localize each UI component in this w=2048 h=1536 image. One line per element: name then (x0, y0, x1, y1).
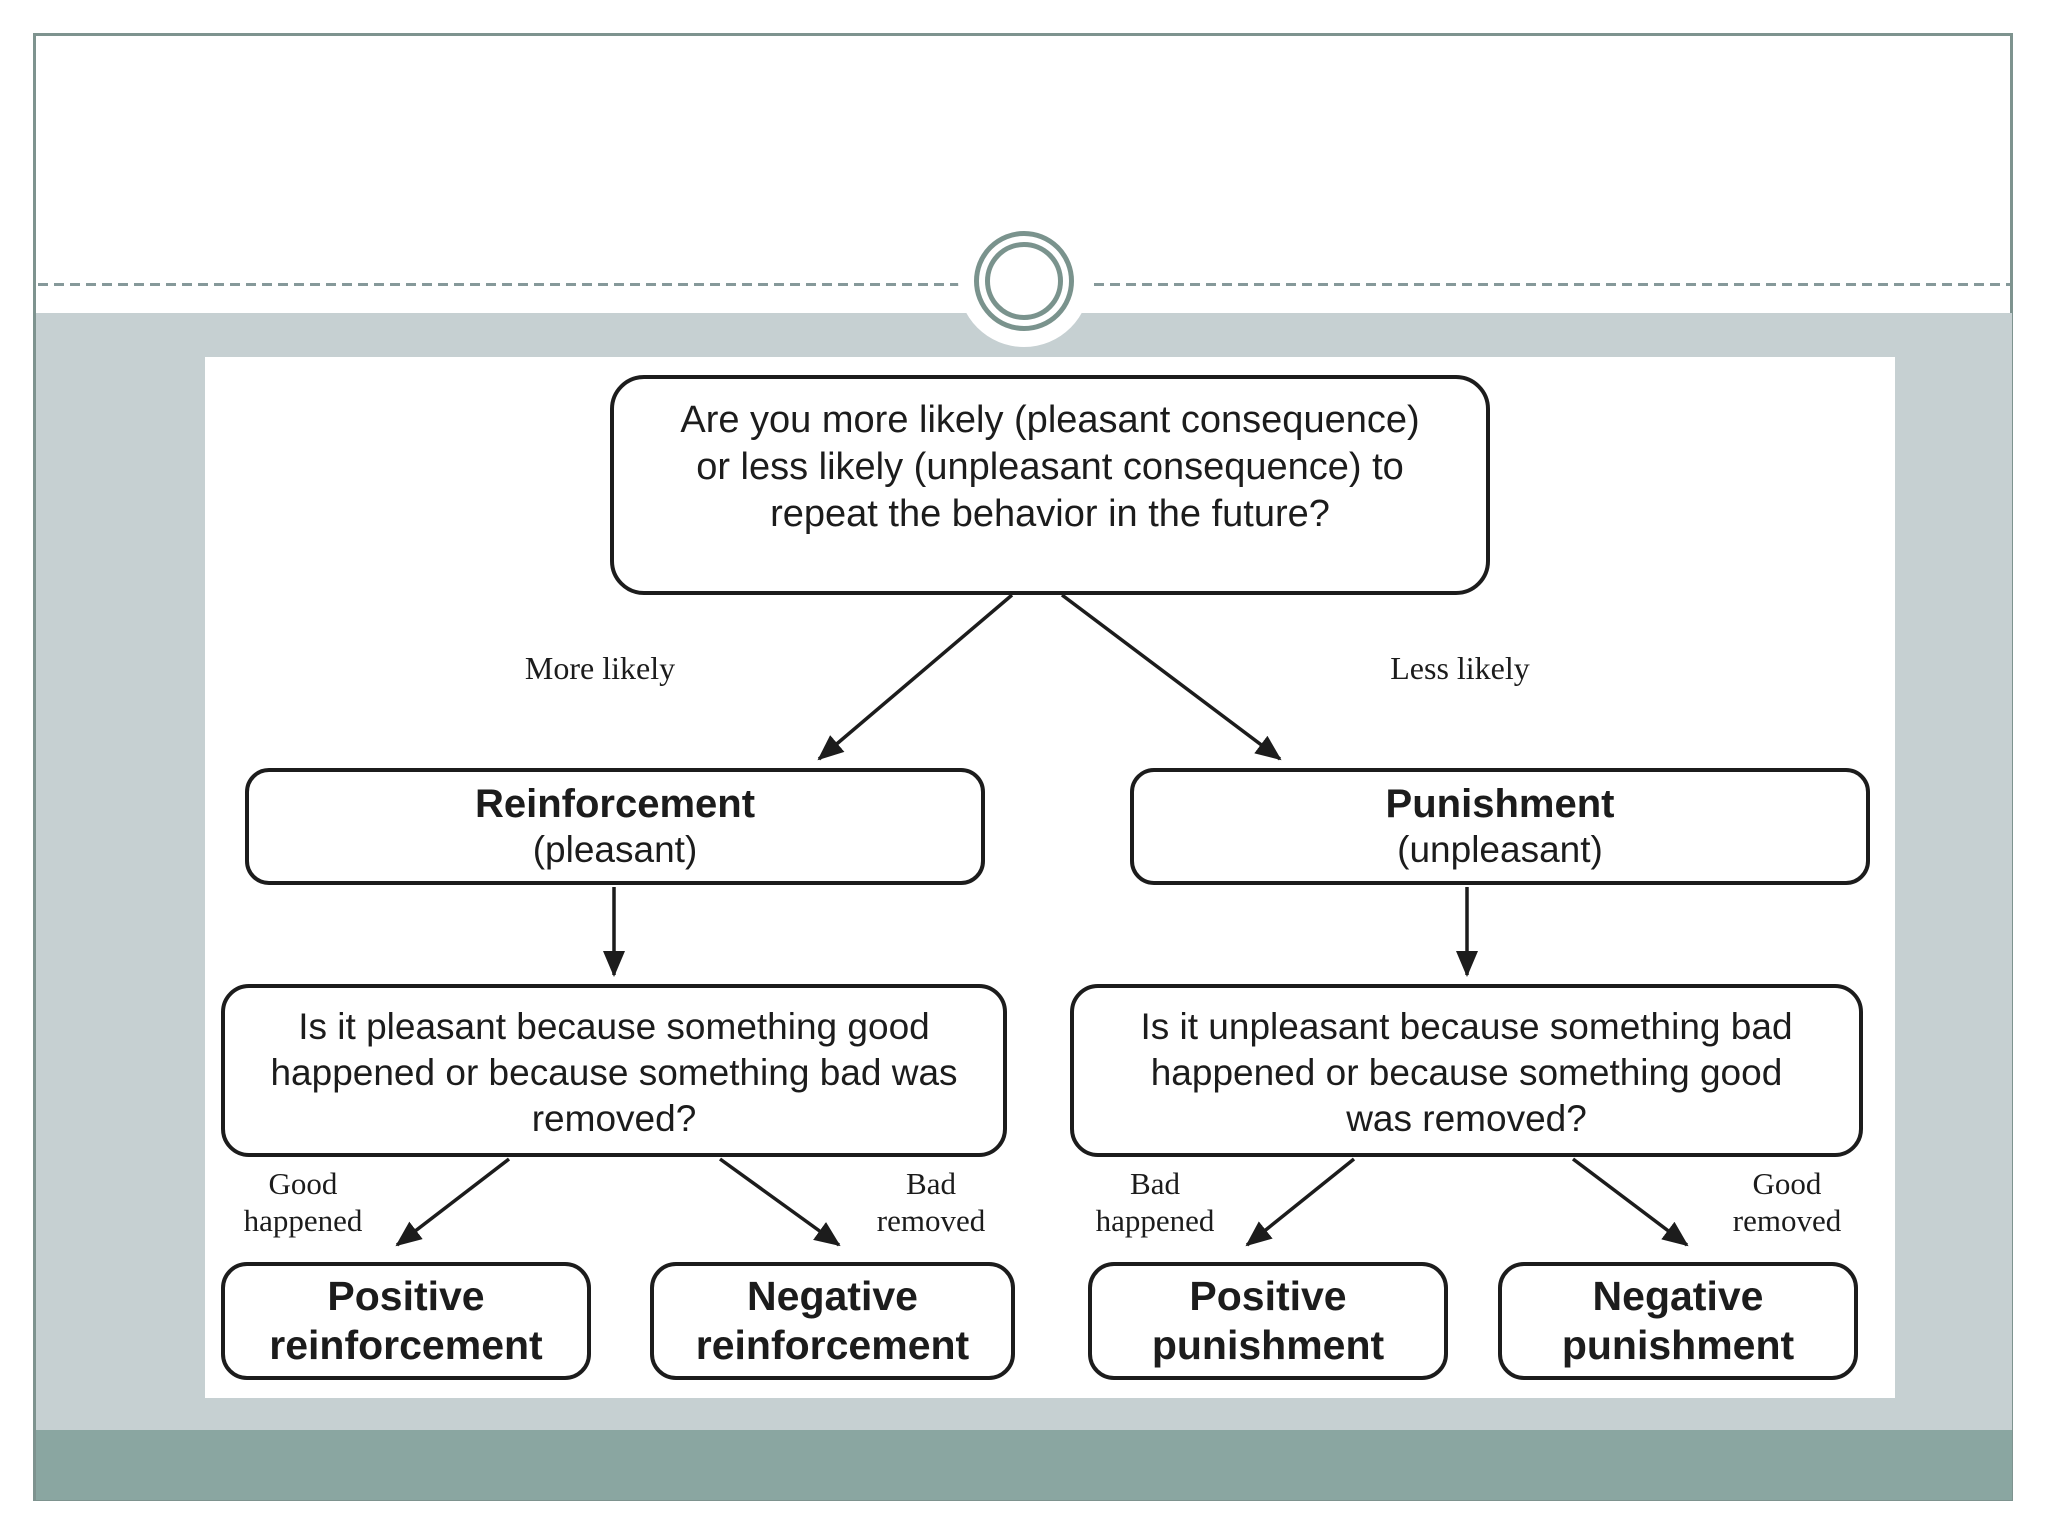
node-question-punishment: Is it unpleasant because something bad h… (1070, 984, 1863, 1157)
outcome-line: punishment (1151, 1322, 1385, 1368)
label-line: happened (243, 1203, 363, 1238)
label-bad-happened: Bad happened (1065, 1165, 1245, 1239)
node-subtitle: (unpleasant) (1397, 828, 1603, 870)
label-line: Good (1752, 1166, 1822, 1201)
node-positive-reinforcement: Positive reinforcement (221, 1262, 591, 1380)
arrow-bad-removed (718, 1157, 841, 1247)
question-line: happened or because something bad was (270, 1052, 958, 1093)
label-less-likely: Less likely (1390, 650, 1530, 686)
node-reinforcement: Reinforcement (pleasant) (245, 768, 985, 885)
label-line: Bad (906, 1166, 956, 1201)
node-negative-punishment: Negative punishment (1498, 1262, 1858, 1380)
question-line: happened or because something good (1150, 1052, 1783, 1093)
question-line: Is it pleasant because something good (298, 1006, 930, 1047)
flowchart-arrows (395, 593, 1689, 1247)
label-bad-removed: Bad removed (841, 1165, 1021, 1239)
arrow-good-happened (395, 1157, 511, 1247)
ornament-outer-ring-icon (974, 231, 1074, 331)
node-negative-reinforcement: Negative reinforcement (650, 1262, 1015, 1380)
arrow-less-likely (1060, 593, 1282, 761)
arrow-bad-happened (1245, 1157, 1356, 1247)
label-good-happened: Good happened (213, 1165, 393, 1239)
node-title: Reinforcement (474, 781, 756, 826)
label-more-likely: More likely (524, 650, 676, 686)
label-line: removed (876, 1203, 986, 1238)
label-line: Bad (1130, 1166, 1180, 1201)
label-good-removed: Good removed (1697, 1165, 1877, 1239)
outcome-line: reinforcement (695, 1322, 970, 1368)
node-root-question: Are you more likely (pleasant consequenc… (610, 375, 1490, 595)
root-question-line: Are you more likely (pleasant consequenc… (680, 399, 1420, 441)
node-question-reinforcement: Is it pleasant because something good ha… (221, 984, 1007, 1157)
outcome-line: reinforcement (269, 1322, 543, 1368)
node-subtitle: (pleasant) (532, 828, 698, 870)
question-line: Is it unpleasant because something bad (1140, 1006, 1793, 1047)
outcome-line: Positive (327, 1273, 485, 1319)
root-question-line: or less likely (unpleasant consequence) … (696, 446, 1404, 488)
footer-accent-bar (36, 1430, 2012, 1500)
root-question-line: repeat the behavior in the future? (770, 493, 1330, 535)
outcome-line: Negative (747, 1273, 918, 1319)
question-line: was removed? (1346, 1098, 1587, 1139)
node-positive-punishment: Positive punishment (1088, 1262, 1448, 1380)
label-line: removed (1732, 1203, 1842, 1238)
ornament-inner-ring-icon (985, 242, 1063, 320)
node-punishment: Punishment (unpleasant) (1130, 768, 1870, 885)
arrow-more-likely (817, 593, 1014, 761)
label-line: Good (268, 1166, 338, 1201)
arrow-good-removed (1571, 1157, 1689, 1247)
outcome-line: Positive (1189, 1273, 1347, 1319)
question-line: removed? (531, 1098, 697, 1139)
label-line: happened (1095, 1203, 1215, 1238)
flowchart-panel: Are you more likely (pleasant consequenc… (205, 357, 1895, 1398)
outcome-line: Negative (1592, 1273, 1764, 1319)
node-title: Punishment (1385, 781, 1615, 826)
outcome-line: punishment (1561, 1322, 1795, 1368)
